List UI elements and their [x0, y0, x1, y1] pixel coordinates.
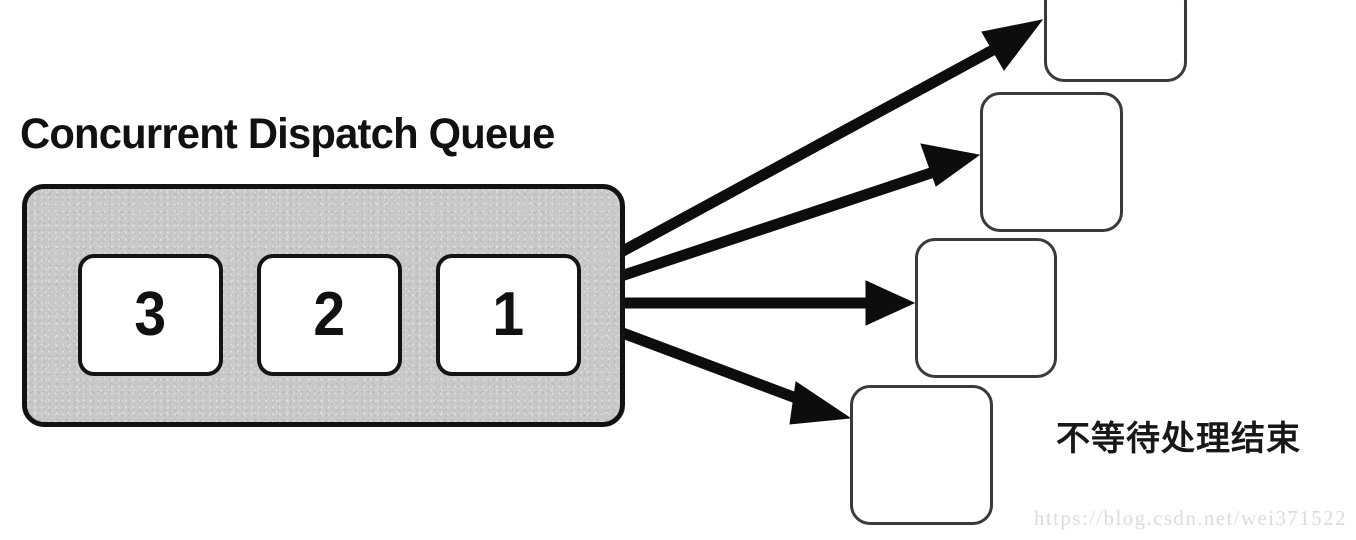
task-label: 1 — [492, 280, 525, 349]
task-label: 2 — [313, 280, 346, 349]
page-title: Concurrent Dispatch Queue — [20, 110, 555, 158]
watermark-url: https://blog.csdn.net/wei371522 — [1034, 506, 1347, 530]
dispatch-arrow-2 — [586, 143, 981, 293]
arrow-group — [585, 19, 1044, 425]
worker-box-4[interactable] — [850, 385, 993, 525]
task-label: 3 — [134, 280, 167, 349]
task-box-1[interactable]: 1 — [436, 254, 581, 376]
dispatch-arrow-4 — [586, 314, 852, 425]
dispatch-arrow-3 — [588, 280, 916, 326]
worker-box-2[interactable] — [980, 92, 1123, 232]
task-box-3[interactable]: 3 — [78, 254, 223, 376]
worker-box-3[interactable] — [915, 238, 1057, 378]
task-box-2[interactable]: 2 — [257, 254, 402, 376]
annotation-no-wait-note: 不等待处理结束 — [1056, 419, 1301, 459]
worker-box-1[interactable] — [1044, 0, 1187, 82]
dispatch-arrow-1 — [585, 19, 1044, 275]
